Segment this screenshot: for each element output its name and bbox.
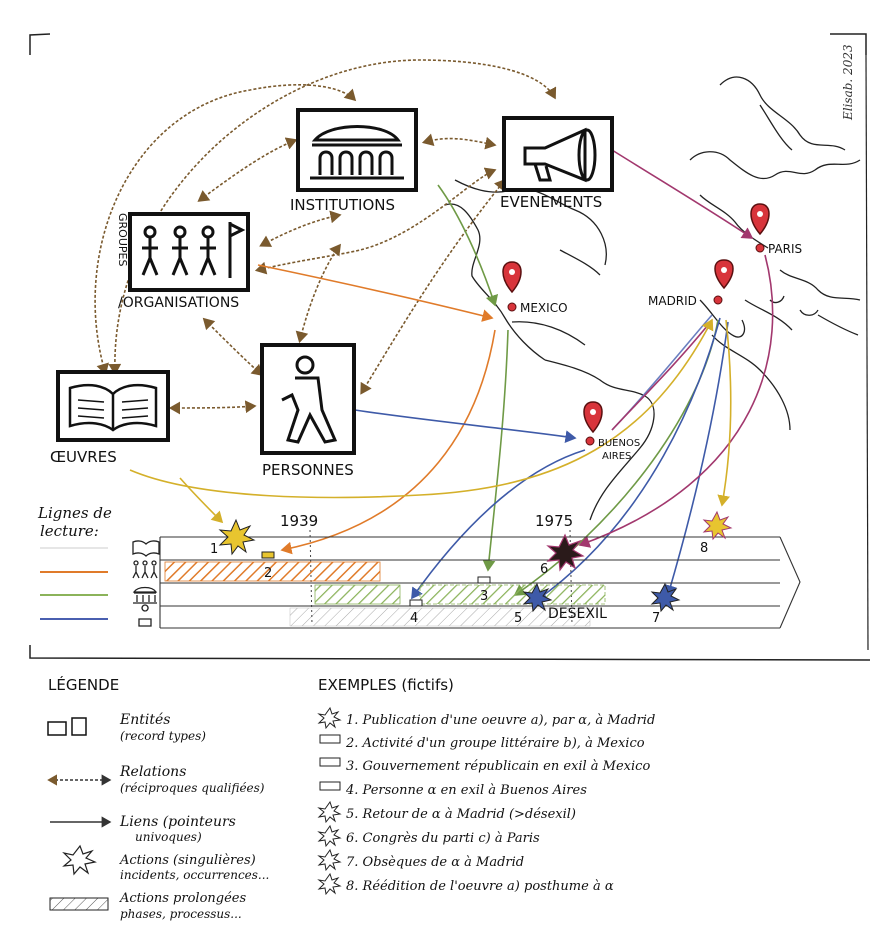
pin-mexico: MEXICO [502,261,568,315]
star-burst-icon [317,706,342,730]
map-pin-icon [502,261,522,312]
legend-item-sub: phases, processus... [120,907,242,921]
legend-item-sub: incidents, occurrences... [120,868,269,882]
timeline-title-2: lecture: [40,522,99,540]
prolonged-icon [319,757,341,767]
legend-relations: Relations (réciproques qualifiées) [47,764,265,795]
timeline-title-1: Lignes de [37,504,112,522]
label-buenos-aires-1: BUENOS [598,438,640,449]
entity-institutions [296,108,418,192]
lane-group-icon [132,560,158,579]
entity-evenements [502,116,614,192]
example-item: 7. Obsèques de α à Madrid [346,855,524,870]
example-item: 6. Congrès du parti c) à Paris [346,831,540,846]
lane-institution-icon [132,586,158,604]
label-madrid: MADRID [648,294,697,308]
legend-item-sub: (record types) [120,729,206,743]
timeline: Lignes de lecture: 1939 1975 [37,504,801,629]
label-mexico: MEXICO [520,301,568,315]
star-burst-icon [650,582,681,613]
pin-madrid: MADRID [648,259,734,308]
label-personnes: PERSONNES [262,461,354,479]
example-item: 8. Réédition de l'oeuvre a) posthume à α [346,879,614,894]
legend-item-sub: (réciproques qualifiées) [120,781,265,795]
examples: EXEMPLES (fictifs) 1. Publication d'une … [317,676,655,896]
book-icon [68,383,158,432]
legend: LÉGENDE Entités (record types) Relations… [47,675,269,921]
label-buenos-aires-2: AIRES [602,451,631,462]
timeline-marker: 1 [210,542,218,557]
sheet-frame [29,33,871,661]
label-evenements: EVENEMENTS [500,193,602,211]
megaphone-icon [523,127,597,183]
legend-item-name: Entités [119,712,170,728]
prolonged-icon [319,734,341,744]
example-item: 4. Personne α en exil à Buenos Aires [345,783,587,798]
lane-person-icon [138,604,152,627]
entity-oeuvres [56,370,170,442]
label-organisations: /ORGANISATIONS [118,295,239,311]
legend-links: Liens (pointeurs univoques) [50,814,236,844]
timeline-marker: 6 [540,562,548,577]
links [129,149,774,601]
map-pin-icon [583,401,603,446]
example-item: 1. Publication d'une oeuvre a), par α, à… [346,713,655,728]
entity-groupes [128,212,250,292]
label-groupes-vertical: GROUPES [116,213,129,266]
example-item: 2. Activité d'un groupe littéraire b), à… [345,736,645,751]
timeline-year-1975: 1975 [535,512,573,530]
person-walking-icon [281,355,338,444]
institution-icon [310,125,404,180]
pin-buenos-aires: BUENOS AIRES [583,401,640,462]
legend-item-name: Liens (pointeurs [119,814,236,830]
star-burst-icon [702,510,733,541]
timeline-desexil: DESEXIL [548,606,607,622]
label-institutions: INSTITUTIONS [290,196,395,214]
example-item: 3. Gouvernement républicain en exil à Me… [346,759,650,774]
timeline-marker: 5 [514,611,522,626]
lane-book-icon [132,540,160,557]
timeline-marker: 8 [700,541,708,556]
star-burst-icon [546,533,585,572]
signature: Elisab. 2023 [841,44,855,121]
map-pin-icon [750,203,770,253]
map-pin-icon [713,259,734,305]
legend-item-name: Relations [119,764,186,780]
legend-entities: Entités (record types) [47,712,206,743]
legend-item-name: Actions (singulières) [119,853,256,868]
star-burst-icon [317,872,342,896]
star-burst-icon [317,824,342,848]
timeline-marker: 3 [480,589,488,604]
star-burst-icon [62,844,97,876]
legend-item-sub: univoques) [135,830,202,844]
label-paris: PARIS [768,242,802,256]
timeline-year-1939: 1939 [280,512,318,530]
timeline-marker: 2 [264,566,272,581]
star-burst-icon [317,800,342,824]
legend-item-name: Actions prolongées [119,891,246,906]
entity-personnes [260,343,356,455]
timeline-marker: 4 [410,611,418,626]
group-flag-icon [141,222,246,278]
pin-paris: PARIS [750,203,802,256]
legend-title: LÉGENDE [48,675,119,694]
label-oeuvres: ŒUVRES [50,448,117,466]
legend-actions: Actions (singulières) incidents, occurre… [62,844,269,882]
legend-prolonged: Actions prolongées phases, processus... [49,891,246,921]
star-burst-icon [522,582,553,613]
timeline-marker: 7 [652,611,660,626]
star-burst-icon [218,518,256,556]
example-item: 5. Retour de α à Madrid (>désexil) [346,807,576,822]
star-burst-icon [317,848,342,872]
prolonged-icon [319,781,341,791]
examples-title: EXEMPLES (fictifs) [318,676,454,694]
